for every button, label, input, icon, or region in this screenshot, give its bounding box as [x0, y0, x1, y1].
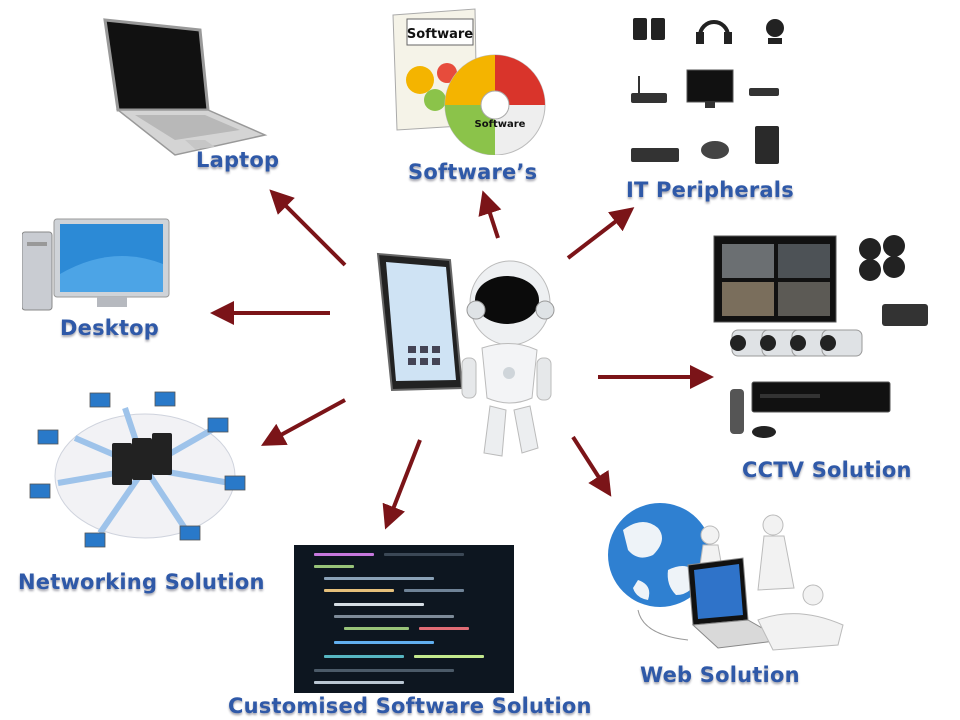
software-box-text: Software [407, 27, 473, 42]
network-server-icon [20, 388, 265, 563]
it-peripherals-label: IT Peripherals [626, 178, 794, 202]
arrow-to-software [478, 190, 502, 239]
code-screen-icon [294, 545, 514, 693]
laptop-icon [100, 15, 270, 165]
arrow-to-laptop [269, 189, 347, 267]
web-label: Web Solution [640, 663, 800, 687]
software-box-icon: Software Software [385, 5, 555, 155]
custom-software-label: Customised Software Solution [228, 694, 592, 718]
desktop-label: Desktop [60, 316, 160, 340]
software-label: Software’s [408, 160, 538, 184]
arrow-to-custom-software [382, 439, 422, 530]
arrow-to-it-peripherals [566, 207, 635, 260]
desktop-computer-icon [22, 214, 172, 314]
networking-label: Networking Solution [18, 570, 265, 594]
cctv-label: CCTV Solution [742, 458, 912, 482]
peripherals-icon [625, 8, 795, 173]
software-disc-text: Software [475, 119, 526, 130]
arrow-to-networking [260, 398, 346, 446]
laptop-label: Laptop [196, 148, 280, 172]
cctv-camera-icon [712, 234, 937, 444]
globe-icon [598, 500, 858, 670]
arrow-to-web [571, 435, 612, 497]
robot-with-tablet-icon [372, 248, 572, 468]
